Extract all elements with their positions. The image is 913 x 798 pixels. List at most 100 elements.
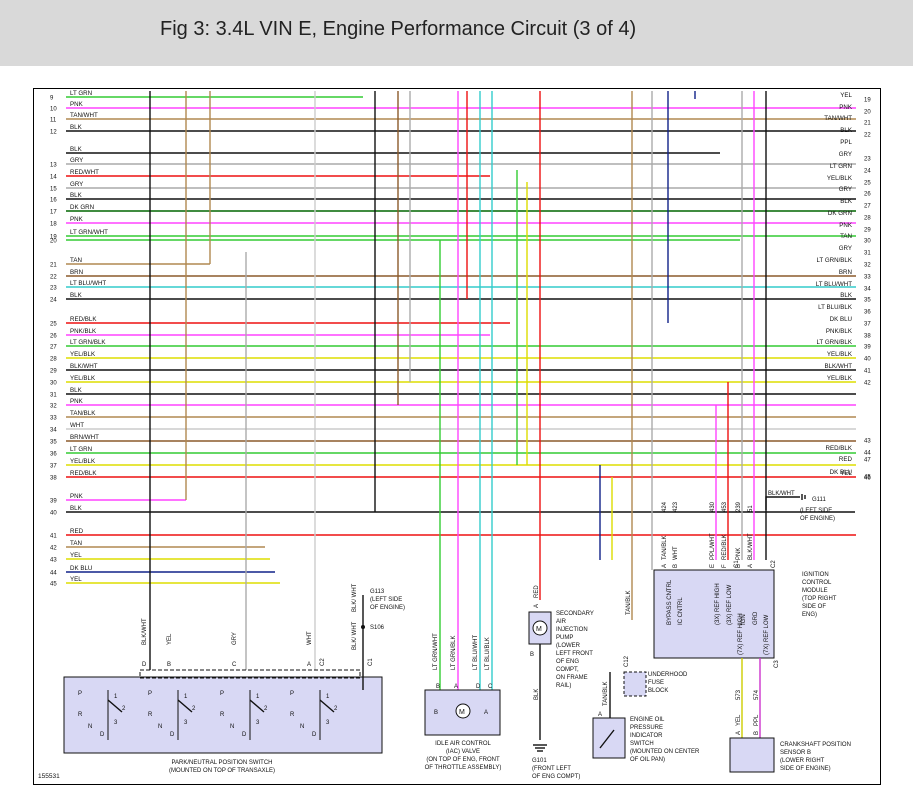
pnp-pos-n: N — [158, 724, 162, 730]
iac-pin-D: D — [476, 684, 481, 690]
wire-label-left: TAN/WHT — [70, 112, 98, 119]
pnp-pin-B: B — [167, 662, 171, 668]
wire-num-right: 20 — [864, 110, 871, 116]
oil-switch-label: PRESSURE — [630, 725, 663, 731]
wire-num-right: 38 — [864, 334, 871, 340]
pnp-connector-label: C2 — [320, 658, 326, 666]
diagram-frame — [33, 88, 881, 785]
wire-num-left: 37 — [50, 464, 57, 470]
icm-terminal-label: (3X) REF HIGH — [715, 583, 721, 625]
oil-switch-label: (MOUNTED ON CENTER — [630, 749, 700, 755]
wire-label-right: LT BLU/WHT — [816, 281, 852, 288]
wire-num-left: 25 — [50, 322, 57, 328]
iac-motor-letter: M — [459, 709, 465, 716]
pnp-pos-n: N — [300, 724, 304, 730]
wire-label-left: LT GRN/WHT — [70, 229, 108, 236]
icm-terminal-label: BYPASS CNTRL — [667, 579, 673, 625]
wire-num-left: 24 — [50, 298, 57, 304]
wire-label-right: PNK — [839, 104, 853, 111]
air-pump-label: AIR — [556, 619, 567, 625]
air-pump-label: SECONDARY — [556, 611, 594, 617]
pnp-label-1: PARK/NEUTRAL POSITION SWITCH — [171, 760, 272, 766]
pnp-switch-arm — [319, 699, 335, 713]
oil-switch-label: ENGINE OIL — [630, 717, 665, 723]
iac-coil-b: B — [434, 710, 438, 716]
wire-label-left: YEL/BLK — [70, 458, 96, 465]
wire-num-right: 23 — [864, 157, 871, 163]
pnp-wire-label: BLK/WHT — [142, 618, 148, 645]
wire-label-left: RED — [70, 528, 84, 535]
iac-wire-label: LT BLU/BLK — [485, 637, 491, 670]
air-pump-label: OF ENG — [556, 659, 579, 665]
wire-num-right: 39 — [864, 345, 871, 351]
wire-num-left: 22 — [50, 275, 57, 281]
wire-label-left: PNK — [70, 398, 84, 405]
oil-switch-label: INDICATOR — [630, 733, 663, 739]
iac-label-1: IDLE AIR CONTROL — [435, 741, 491, 747]
icm-terminal-label: IGN — [741, 614, 747, 625]
wire-num-right: 27 — [864, 204, 871, 210]
wire-num-left: 20 — [50, 239, 57, 245]
splice-dot — [361, 625, 365, 629]
wire-label-left: BRN — [70, 269, 83, 276]
wire-num-right: 43 — [864, 439, 871, 445]
wire-num-right: 29 — [864, 228, 871, 234]
wire-label-left: YEL — [70, 552, 82, 559]
wire-num-right: 33 — [864, 275, 871, 281]
wire-num-right: 25 — [864, 181, 871, 187]
air-pump-label: LEFT FRONT — [556, 651, 593, 657]
pnp-contact-1: 1 — [114, 694, 118, 700]
pnp-pos-r: R — [78, 712, 83, 718]
wire-num-left: 10 — [50, 107, 57, 113]
pnp-contact-3: 3 — [184, 720, 188, 726]
air-pump-motor-icon — [532, 620, 548, 636]
iac-pin-C: C — [488, 684, 493, 690]
pnp-pin-D: D — [142, 662, 147, 668]
icm-pin: B — [736, 564, 742, 568]
ckp-wire-label: PPL — [754, 714, 760, 726]
ckp-circuit-574: 574 — [754, 689, 760, 700]
wire-num-right: 44 — [864, 451, 871, 457]
air-pump-wire-b: BLK — [534, 689, 540, 700]
icm-connector-c3: C3 — [774, 660, 780, 668]
wire-num-left: 26 — [50, 334, 57, 340]
g113-wire-label: BLK/ WHT — [352, 583, 358, 612]
g111-loc-2: OF ENGINE) — [800, 516, 835, 522]
oil-switch-label: OF OIL PAN) — [630, 757, 665, 763]
wire-label-left: BLK — [70, 124, 83, 131]
wire-num-left: 17 — [50, 210, 57, 216]
air-pump-pin-b: B — [530, 652, 534, 658]
pnp-switch-arm — [249, 699, 265, 713]
wire-label-right: LT GRN/BLK — [816, 339, 852, 346]
wire-label-right: RED — [839, 456, 853, 463]
wire-label-left: LT GRN — [70, 446, 92, 453]
wire-label-left: PNK/BLK — [70, 328, 97, 335]
wire-label-left: GRY — [70, 157, 83, 164]
wire-num-left: 42 — [50, 546, 57, 552]
fuse-wire-label: TAN/BLK — [626, 590, 632, 615]
pnp-pos-n: N — [88, 724, 92, 730]
ckp-label: (LOWER RIGHT — [780, 758, 825, 764]
pnp-contact-2: 2 — [264, 706, 268, 712]
wire-num-left: 40 — [50, 511, 57, 517]
wire-num-left: 21 — [50, 263, 57, 269]
ckp-label: SIDE OF ENGINE) — [780, 766, 831, 772]
oil-switch-pin: A — [598, 712, 602, 718]
wire-num-left: 12 — [50, 130, 57, 136]
icm-label: IGNITION — [802, 572, 829, 578]
pnp-pin-A: A — [307, 662, 311, 668]
g111-name: G111 — [812, 497, 826, 503]
pnp-pos-p: P — [290, 691, 294, 697]
icm-body — [653, 569, 775, 659]
wire-num-right: 30 — [864, 239, 871, 245]
g113-wire2-label: BLK/ WHT — [352, 621, 358, 650]
wire-num-left: 27 — [50, 345, 57, 351]
wire-label-right: DK BLU — [830, 316, 852, 323]
wire-label-left: LT GRN — [70, 90, 92, 97]
wire-label-left: BRN/WHT — [70, 434, 99, 441]
wire-label-left: RED/BLK — [70, 316, 97, 323]
wire-num-right: 24 — [864, 169, 871, 175]
wire-label-right: YEL/BLK — [827, 375, 853, 382]
wire-num-left: 29 — [50, 369, 57, 375]
